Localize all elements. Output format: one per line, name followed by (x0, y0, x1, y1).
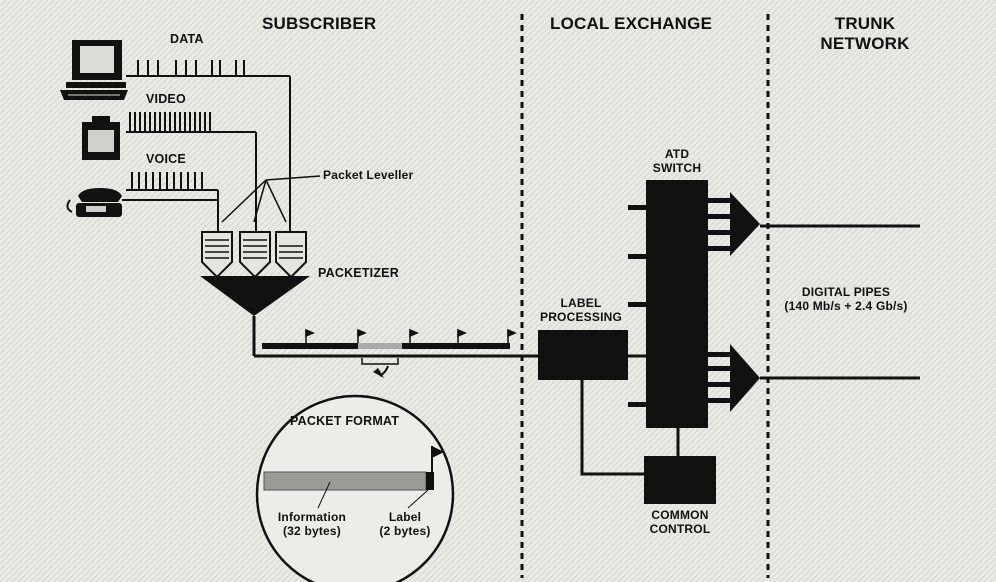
information-line1: Information (277, 510, 347, 524)
common-control-line2: CONTROL (649, 522, 711, 536)
computer-icon (60, 40, 128, 100)
data-source-label: DATA (170, 32, 204, 46)
packetizer-funnel (200, 276, 310, 316)
label-processing-line1: LABEL (560, 296, 602, 310)
label-processing-label: LABEL PROCESSING (528, 296, 634, 324)
digital-pipes-line1: DIGITAL PIPES (801, 285, 891, 299)
output-multiplexer-upper (708, 192, 760, 256)
packet-leveller-label: Packet Leveller (323, 168, 414, 182)
trunk-header-line1: TRUNK (834, 14, 896, 33)
common-control-label: COMMON CONTROL (632, 508, 728, 536)
packet-zoom-arrowhead (373, 368, 384, 378)
packet-format-title: PACKET FORMAT (290, 414, 400, 428)
data-signal-waveform (126, 60, 291, 232)
packet-format-flag-icon (432, 446, 444, 458)
subscriber-header: SUBSCRIBER (262, 14, 377, 33)
common-control-block (644, 456, 716, 504)
atd-switch-input-stubs (628, 205, 646, 407)
buffer-fill-lines (205, 239, 303, 259)
video-signal-waveform (126, 112, 257, 232)
packetizer-label: PACKETIZER (318, 266, 399, 280)
packet-leveller-pointers (221, 175, 321, 223)
digital-pipes-label: DIGITAL PIPES (140 Mb/s + 2.4 Gb/s) (766, 285, 926, 313)
packet-zoom-bracket (361, 358, 399, 365)
label-line1: Label (388, 510, 422, 524)
common-control-line1: COMMON (651, 508, 709, 522)
trunk-header-line2: NETWORK (820, 34, 910, 53)
packet-label-flags (305, 328, 517, 343)
packet-information-field (263, 471, 427, 491)
atd-switch-line1: ATD (664, 147, 690, 161)
label-processing-block (538, 330, 628, 380)
label-pointer (407, 489, 429, 509)
label-field-label: Label (2 bytes) (370, 510, 440, 538)
telephone-icon (66, 188, 122, 217)
packet-leveller-buffers (201, 231, 307, 279)
information-pointer (317, 481, 331, 509)
voice-source-label: VOICE (146, 152, 186, 166)
trunk-network-header: TRUNK NETWORK (810, 14, 920, 54)
digital-pipes-line2: (140 Mb/s + 2.4 Gb/s) (784, 299, 908, 313)
video-source-label: VIDEO (146, 92, 186, 106)
label-processing-line2: PROCESSING (539, 310, 622, 324)
label-line2: (2 bytes) (379, 524, 431, 538)
atd-switch-line2: SWITCH (652, 161, 702, 175)
atd-switch-label: ATD SWITCH (646, 147, 708, 175)
information-field-label: Information (32 bytes) (262, 510, 362, 538)
packet-label-field (426, 472, 434, 490)
atd-switch-block (646, 180, 708, 428)
video-monitor-icon (82, 116, 120, 160)
voice-signal-waveform (122, 172, 219, 232)
information-line2: (32 bytes) (282, 524, 342, 538)
local-exchange-header: LOCAL EXCHANGE (550, 14, 713, 33)
output-multiplexer-lower (708, 344, 760, 412)
highlighted-packet (358, 343, 402, 349)
label-to-control-line (580, 380, 644, 476)
